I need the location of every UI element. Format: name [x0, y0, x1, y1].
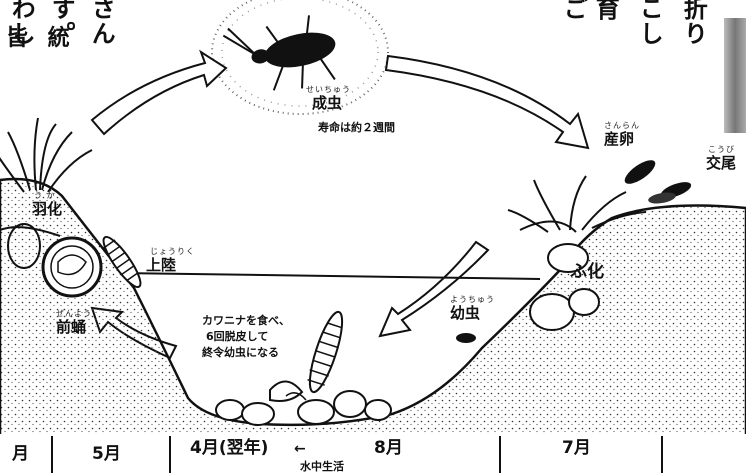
adult-label: 成虫	[312, 94, 343, 112]
landing-ruby: じょうりく	[150, 247, 195, 256]
adult-firefly-figure	[222, 15, 336, 91]
larva-note-line-3: 終令幼虫になる	[202, 345, 279, 359]
top-text-left-3: さん	[87, 0, 116, 46]
top-text-left-under: 皆 統	[6, 26, 76, 51]
top-text-left-1: わし	[7, 0, 36, 46]
top-text-right-3: こし	[635, 0, 664, 46]
larva-feeding-note: カワニナを食べ、 6回脱皮して 終令幼虫になる	[202, 313, 290, 361]
top-text-right-4: 折り	[679, 0, 708, 46]
top-text-left-2: す。	[47, 0, 76, 46]
emergence-ruby: う か	[34, 191, 56, 200]
larva-label: 幼虫	[450, 304, 481, 322]
pupa-label: 前蛹	[56, 318, 87, 336]
egg-laying-ruby: さんらん	[604, 121, 640, 130]
month-7: 7月	[562, 438, 591, 458]
month-4-next-year: 4月(翌年)	[190, 438, 269, 458]
hatching-label: ふ化	[570, 262, 604, 282]
photo-edge	[724, 18, 746, 133]
mating-ruby: こうび	[708, 145, 735, 154]
month-8: 8月	[374, 438, 403, 458]
adult-ruby: せいちゅう	[306, 85, 351, 94]
adult-lifespan-note: 寿命は約２週間	[318, 121, 395, 134]
pupa-ruby: ぜんよう	[56, 309, 92, 318]
top-text-right-1: ご	[559, 0, 588, 21]
landing-label: 上陸	[146, 256, 177, 274]
underwater-life-label: 水中生活	[300, 460, 344, 473]
larva-ruby: ようちゅう	[450, 295, 495, 304]
top-text-right-2: 育	[591, 0, 620, 21]
month-5: 5月	[92, 444, 121, 464]
egg-laying-label: 産卵	[604, 130, 635, 148]
larva-note-line-1: カワニナを食べ、	[202, 314, 290, 327]
month-left: 月	[12, 444, 29, 464]
timeline-arrow: ←	[294, 441, 306, 457]
larva-note-line-2: 6回脱皮して	[206, 329, 269, 343]
mating-label: 交尾	[706, 154, 737, 172]
emergence-label: 羽化	[32, 200, 63, 218]
